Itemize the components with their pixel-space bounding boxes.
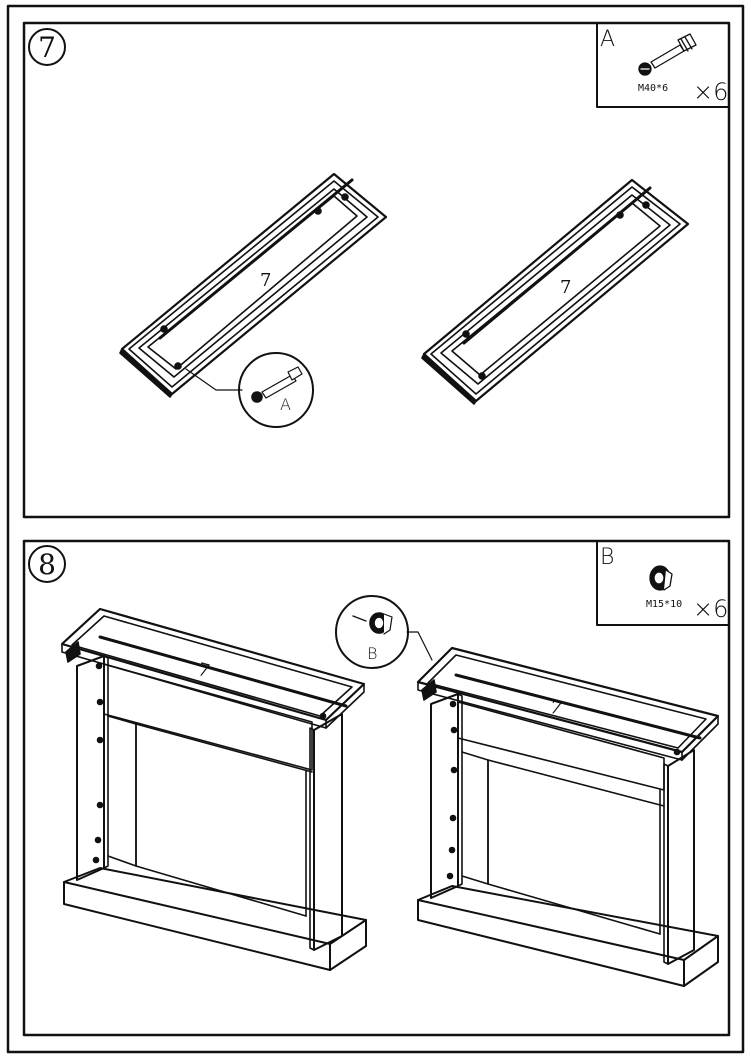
step-7-part-label-right: 7 — [560, 277, 571, 298]
step-7-number-circle — [28, 28, 66, 66]
step-8-number-circle — [28, 545, 66, 583]
step-8-surround-right: 7 — [416, 646, 720, 987]
hardware-a-spec: M40*6 — [638, 83, 668, 94]
cam-bolt-icon — [638, 33, 697, 76]
step-7-mantel-top-left: 7 — [119, 172, 388, 398]
hardware-box-a: A M40*6 ×6 — [596, 22, 730, 108]
callout-b-letter: B — [367, 644, 377, 663]
step-8-part-label-right: 7 — [547, 697, 563, 720]
step-8-surround-left: 7 — [60, 607, 367, 971]
step-7-number: 7 — [38, 31, 56, 64]
hardware-b-spec: M15*10 — [646, 599, 682, 610]
callout-a-letter: A — [280, 395, 291, 414]
hardware-b-quantity: ×6 — [693, 595, 728, 623]
step-8-part-label-left: 7 — [195, 659, 211, 682]
hardware-a-letter: A — [600, 27, 615, 52]
step-7-panel: 7 A M40*6 ×6 — [22, 21, 731, 519]
hardware-a-quantity: ×6 — [693, 78, 728, 106]
step-8-number: 8 — [38, 548, 56, 581]
step-8-panel: 8 B M15*10 ×6 B — [22, 539, 731, 1037]
step-7-mantel-top-right: 7 — [421, 178, 690, 405]
step-7-frame — [22, 21, 731, 519]
step-7-part-label-left: 7 — [260, 270, 271, 291]
callout-b: B — [335, 595, 433, 669]
hardware-box-b: B M15*10 ×6 — [596, 540, 730, 626]
hardware-b-letter: B — [600, 545, 614, 570]
cam-lock-icon — [649, 565, 673, 591]
step-8-frame — [22, 539, 731, 1037]
page-frame — [6, 4, 745, 1054]
callout-a: A — [238, 352, 314, 428]
